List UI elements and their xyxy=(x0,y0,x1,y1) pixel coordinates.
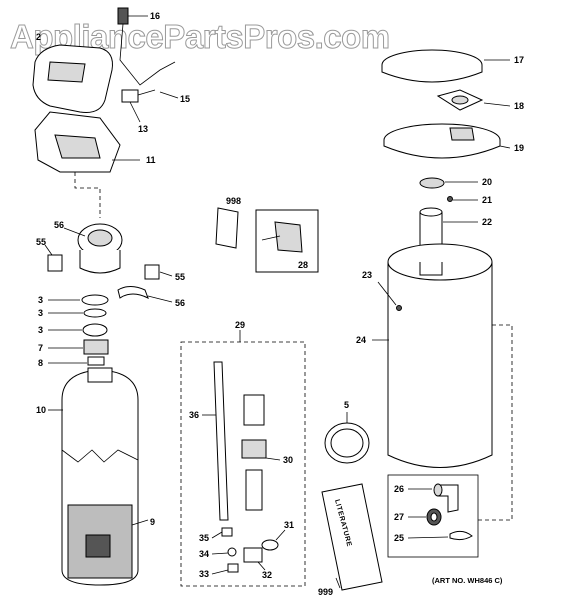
part-8-seal[interactable]: 8 xyxy=(38,356,105,368)
part-998-card[interactable]: 998 xyxy=(215,196,241,249)
art-number: (ART NO. WH846 C) xyxy=(432,576,503,585)
callout-7: 7 xyxy=(38,343,43,353)
part-16-harness[interactable]: 16 15 13 xyxy=(117,7,190,134)
callout-13: 13 xyxy=(138,124,148,134)
part-26-elbow[interactable]: 26 xyxy=(394,483,459,513)
part-21-plug[interactable]: 21 xyxy=(447,195,493,205)
callout-3a: 3 xyxy=(38,295,43,305)
part-28-bracket-kit[interactable]: 28 xyxy=(255,209,319,273)
callout-36: 36 xyxy=(189,410,199,420)
part-18-gasket[interactable]: 18 xyxy=(436,89,524,111)
part-3-oring-c[interactable]: 3 xyxy=(38,323,108,337)
callout-56a: 56 xyxy=(54,220,64,230)
part-56-motor[interactable]: 56 xyxy=(54,220,123,274)
callout-3b: 3 xyxy=(38,308,43,318)
part-17-lid[interactable]: 17 xyxy=(381,49,524,83)
part-3-oring-a[interactable]: 3 xyxy=(38,294,109,306)
callout-17: 17 xyxy=(514,55,524,65)
callout-30: 30 xyxy=(283,455,293,465)
callout-22: 22 xyxy=(482,217,492,227)
callout-10: 10 xyxy=(36,405,46,415)
callout-998: 998 xyxy=(226,196,241,206)
part-56-clip[interactable]: 56 xyxy=(117,286,185,309)
callout-8: 8 xyxy=(38,358,43,368)
callout-35: 35 xyxy=(199,533,209,543)
part-55-switch-left[interactable]: 55 xyxy=(36,237,63,272)
callout-33: 33 xyxy=(199,569,209,579)
callout-32: 32 xyxy=(262,570,272,580)
part-27-grommet[interactable]: 27 xyxy=(394,508,442,526)
callout-24: 24 xyxy=(356,335,366,345)
callout-55b: 55 xyxy=(175,272,185,282)
callout-15: 15 xyxy=(180,94,190,104)
callout-28: 28 xyxy=(298,260,308,270)
callout-9: 9 xyxy=(150,517,155,527)
callout-5: 5 xyxy=(344,400,349,410)
part-20-cap[interactable]: 20 xyxy=(419,177,492,189)
part-55-switch-right[interactable]: 55 xyxy=(144,264,185,282)
callout-29: 29 xyxy=(235,320,245,330)
part-25-clamp[interactable]: 25 xyxy=(394,530,473,543)
part-29-brine-valve-kit[interactable]: 29 36 30 31 35 34 33 32 xyxy=(180,320,306,587)
part-box-overflow-fittings xyxy=(387,474,479,558)
part-23-screw[interactable]: 23 xyxy=(362,270,402,311)
callout-3c: 3 xyxy=(38,325,43,335)
callout-2: 2 xyxy=(36,32,41,42)
part-19-salt-cover[interactable]: 19 xyxy=(383,123,524,159)
callout-25: 25 xyxy=(394,533,404,543)
callout-16: 16 xyxy=(150,11,160,21)
callout-34: 34 xyxy=(199,549,209,559)
callout-55a: 55 xyxy=(36,237,46,247)
callout-11: 11 xyxy=(146,155,156,165)
callout-27: 27 xyxy=(394,512,404,522)
callout-31: 31 xyxy=(284,520,294,530)
part-2-control-cover[interactable]: 2 xyxy=(32,32,113,113)
callout-18: 18 xyxy=(514,101,524,111)
part-11-control-base[interactable]: 11 xyxy=(34,111,156,218)
callout-20: 20 xyxy=(482,177,492,187)
callout-21: 21 xyxy=(482,195,492,205)
part-3-oring-b[interactable]: 3 xyxy=(38,308,107,318)
callout-19: 19 xyxy=(514,143,524,153)
part-10-resin-tank[interactable]: 10 9 xyxy=(36,367,155,586)
callout-26: 26 xyxy=(394,484,404,494)
part-999-literature[interactable]: LITERATURE 999 xyxy=(318,483,383,597)
part-5-drain-hose[interactable]: 5 xyxy=(324,400,370,464)
part-24-brine-tank[interactable]: 24 xyxy=(356,243,513,521)
callout-23: 23 xyxy=(362,270,372,280)
part-7-distributor[interactable]: 7 xyxy=(38,339,109,355)
callout-999: 999 xyxy=(318,587,333,597)
callout-56b: 56 xyxy=(175,298,185,308)
